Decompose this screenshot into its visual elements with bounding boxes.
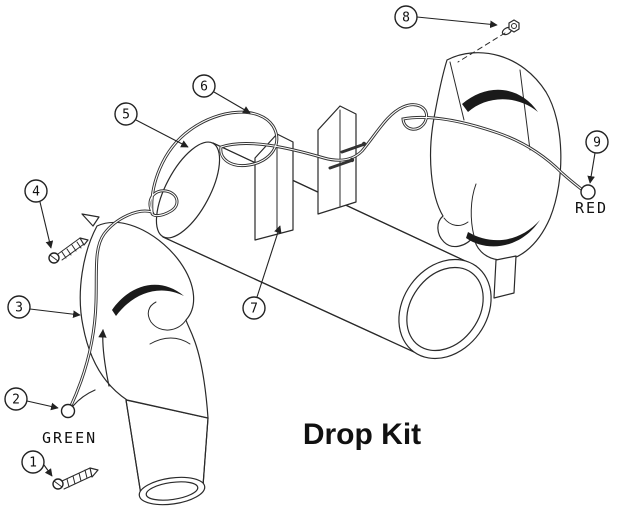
screw-1-tip (89, 467, 99, 478)
diagram-title: Drop Kit (303, 418, 421, 451)
leader-8 (416, 16, 498, 29)
leader-4 (39, 201, 54, 249)
right-cover-rolled-edge-bottom (466, 220, 540, 247)
right-cover-split-seam (449, 61, 531, 151)
red-cable-ball (580, 184, 596, 200)
screw-item-4 (48, 237, 89, 264)
screw-8-hex-center (511, 23, 517, 29)
callout-4-number: 4 (32, 185, 40, 200)
callout-9: 9 (585, 130, 609, 154)
green-ball-stub (72, 389, 96, 407)
callout-2: 2 (4, 387, 28, 411)
cable-tip-upper (361, 141, 367, 147)
left-cover-rolled-edge (112, 284, 184, 316)
right-cover-inner-curl (443, 183, 477, 237)
cable-run-highlight (69, 104, 586, 409)
insert-direction-arrow (98, 329, 110, 387)
callout-8-number: 8 (402, 11, 410, 26)
red-label: RED (575, 199, 608, 217)
callout-5-circle (114, 102, 138, 126)
left-lower-tube (125, 399, 209, 506)
callout-9-circle (585, 130, 609, 154)
green-cable-ball (60, 403, 76, 419)
left-cover-outline (79, 221, 209, 419)
left-grip-cover (79, 213, 209, 419)
callout-3-circle (7, 295, 31, 319)
left-cover-inner-curl (147, 301, 191, 345)
lower-tube-rim-inner (145, 481, 199, 501)
callout-9-number: 9 (593, 136, 601, 151)
right-cover-flap (493, 255, 517, 299)
callout-5: 5 (114, 102, 138, 126)
callout-7-number: 7 (250, 302, 258, 317)
right-cover-rolled-edge-top (462, 89, 538, 112)
callout-8-circle (394, 5, 418, 29)
cable-ferrule-upper (340, 143, 364, 154)
callout-6-number: 6 (200, 80, 208, 95)
screw-1-slot (53, 480, 63, 488)
screw-item-8 (457, 19, 520, 63)
callout-3: 3 (7, 295, 31, 319)
main-tube-open-end (398, 258, 492, 360)
cable-tip-lower (349, 157, 355, 163)
cable-ferrule-lower (328, 159, 352, 170)
lower-tube-edges (125, 399, 209, 496)
left-cover-top-tab (81, 213, 100, 227)
callout-4: 4 (24, 179, 48, 203)
callout-7-circle (242, 296, 266, 320)
green-label: GREEN (42, 429, 97, 447)
leader-6 (213, 91, 251, 114)
screw-item-1 (52, 467, 99, 490)
screw-8-dashed-line (457, 32, 506, 63)
leader-lines (26, 16, 596, 477)
callout-3-number: 3 (15, 301, 23, 316)
callout-1: 1 (21, 450, 45, 474)
callout-2-number: 2 (12, 393, 20, 408)
screw-4-shank (57, 237, 85, 261)
right-grip-cover (429, 52, 562, 299)
callout-5-number: 5 (122, 108, 130, 123)
callout-7: 7 (242, 296, 266, 320)
screw-8-hex-head (508, 19, 520, 33)
callout-1-circle (21, 450, 45, 474)
callout-2-circle (4, 387, 28, 411)
leader-5 (135, 119, 189, 148)
callout-8: 8 (394, 5, 418, 29)
leader-9 (587, 152, 596, 184)
leader-2 (26, 400, 59, 411)
screw-1-shank (61, 467, 93, 490)
leader-7 (256, 225, 282, 298)
leader-3 (29, 308, 81, 318)
screw-4-slot (49, 254, 59, 262)
screw-4-tip (79, 237, 89, 246)
cable-assembly (68, 103, 587, 410)
callout-6-circle (192, 74, 216, 98)
tube-right-rim-inner (406, 266, 484, 352)
callout-6: 6 (192, 74, 216, 98)
callout-1-number: 1 (29, 456, 37, 471)
leader-1 (43, 464, 53, 477)
callout-4-circle (24, 179, 48, 203)
